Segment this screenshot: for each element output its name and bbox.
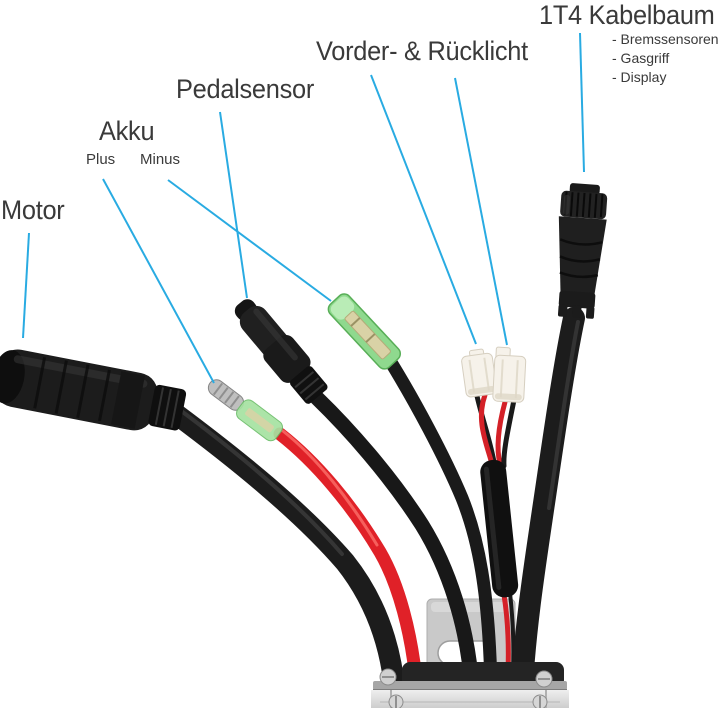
label-harness: 1T4 Kabelbaum <box>539 0 715 30</box>
leader-line-akku-plus <box>102 178 215 384</box>
label-akku: Akku <box>99 116 155 146</box>
motor-cable <box>165 403 406 703</box>
light-connector-left <box>461 348 498 398</box>
pedal-sensor-cable <box>309 390 480 698</box>
pedal-sensor-connector <box>234 299 328 404</box>
harness-connector <box>557 183 608 319</box>
light-wires <box>474 392 517 675</box>
leader-line-pedalsensor <box>219 111 248 299</box>
label-akku-plus: Plus <box>86 151 116 168</box>
cable-bundle <box>165 307 585 703</box>
battery-plus-cable <box>273 427 424 697</box>
leader-line-harness <box>579 32 585 173</box>
leader-lines <box>22 32 585 384</box>
leader-line-akku-minus <box>167 179 332 302</box>
battery-minus-connector <box>327 293 402 370</box>
leader-line-motor <box>22 232 30 339</box>
harness-item-list: - Bremssensoren - Gasgriff - Display <box>612 30 719 87</box>
leader-line-lights-front <box>370 74 477 345</box>
harness-item: - Gasgriff <box>612 50 670 66</box>
harness-item: - Bremssensoren <box>612 31 719 47</box>
label-lights: Vorder- & Rücklicht <box>316 36 528 66</box>
leader-line-lights-rear <box>454 77 508 346</box>
label-pedalsensor: Pedalsensor <box>176 74 314 104</box>
motor-connector <box>0 349 187 431</box>
housing-screws <box>379 668 553 708</box>
label-akku-minus: Minus <box>140 151 181 168</box>
battery-plus-connector <box>207 379 283 442</box>
harness-item: - Display <box>612 69 667 85</box>
light-connector-right <box>492 346 527 403</box>
battery-minus-cable <box>385 357 498 695</box>
controller-housing <box>371 662 569 708</box>
harness-cable <box>511 307 585 696</box>
heat-shrink-sleeve <box>480 459 519 598</box>
label-motor: Motor <box>1 195 65 225</box>
